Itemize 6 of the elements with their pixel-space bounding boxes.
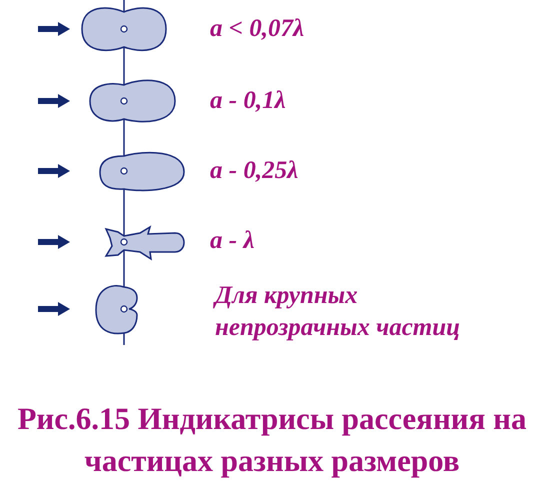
size-label: a < 0,07λ <box>210 14 304 44</box>
figure-caption: Рис.6.15 Индикатрисы рассеяния на частицах разных размеров <box>16 400 528 480</box>
size-label: a - λ <box>210 226 254 256</box>
size-label: a - 0,1λ <box>210 86 286 116</box>
size-label: a - 0,25λ <box>210 156 298 186</box>
note-text: Для крупных непрозрачных частиц <box>215 281 462 343</box>
